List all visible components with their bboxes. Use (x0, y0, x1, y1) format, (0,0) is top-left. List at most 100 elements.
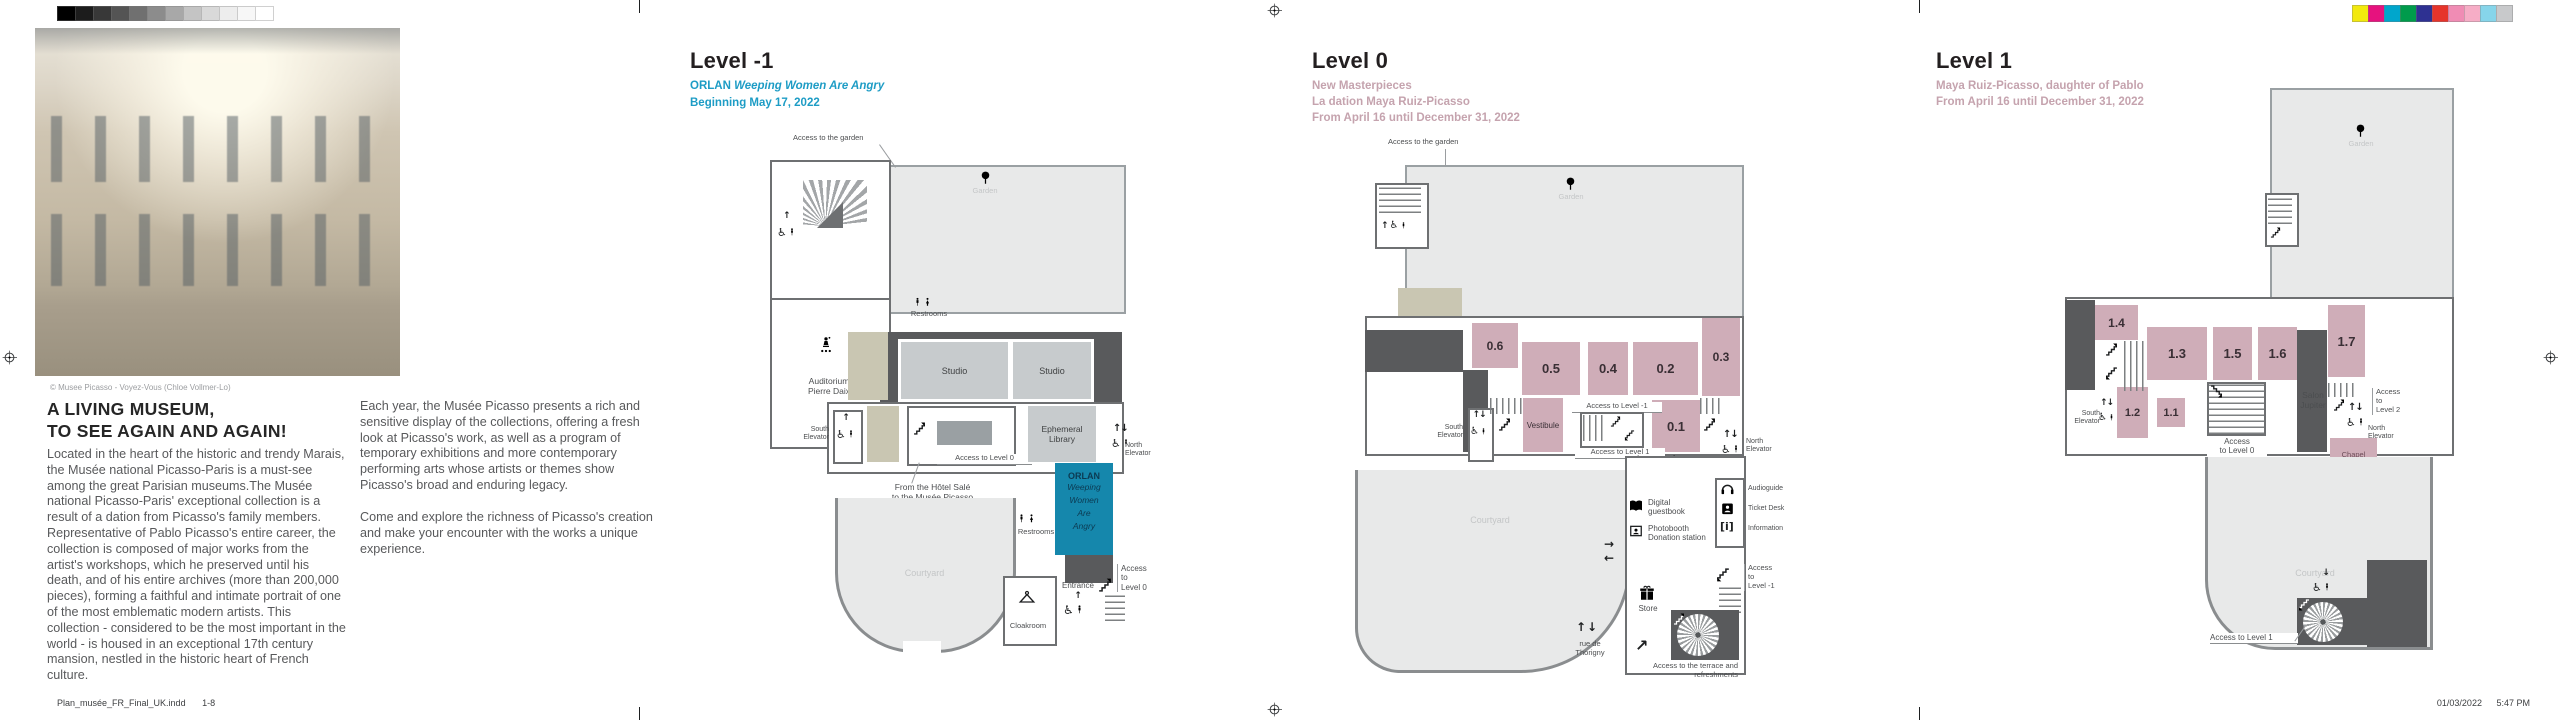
garden-label: Garden (1558, 192, 1584, 201)
stair-access-icons: ↑ ♿ (1381, 220, 1407, 231)
vestibule-room: Vestibule (1523, 398, 1563, 452)
stairs-down-icon (1624, 430, 1635, 441)
level-0-heading: Level 0 (1312, 48, 1389, 73)
level-1-sub1: Maya Ruiz-Picasso, daughter of Pablo (1936, 80, 2144, 92)
room-0-6: 0.6 (1472, 323, 1518, 368)
access-garden-label: Access to the garden (793, 133, 864, 142)
up-arrow: ↑ (1381, 221, 1389, 231)
spiral-staircase (2303, 602, 2343, 642)
south-elevator-label: South Elevator (1437, 424, 1463, 440)
planting-strip (848, 332, 888, 400)
level-1-heading: Level 1 (1936, 48, 2013, 73)
stairs-up-icon (1673, 613, 1685, 625)
staircase-steps (1700, 398, 1724, 414)
calibration-swatch (183, 6, 202, 21)
calibration-swatch (255, 6, 274, 21)
man-icon (1017, 512, 1026, 525)
courtyard-area (1355, 470, 1631, 673)
spiral-staircase (1677, 614, 1719, 656)
wheelchair-icon: ♿ (2346, 416, 2356, 429)
staircase-steps (1379, 187, 1421, 213)
studio-room-1: Studio (898, 339, 1011, 402)
wheelchair-icon: ♿ (2312, 581, 2322, 594)
orlan-room-subtitle: Weeping Women Are Angry (1067, 482, 1101, 531)
calibration-swatch (2432, 5, 2449, 22)
entrance-access-icons: ♿ (1063, 603, 1084, 616)
photo-windows-upper (35, 116, 400, 182)
rue-de-thorigny-label: rue de Thorigny (1575, 639, 1605, 657)
calibration-swatch (75, 6, 94, 21)
level-m1-exhibit: ORLAN Weeping Women Are Angry (690, 78, 884, 95)
stairs-up-icon (1610, 416, 1621, 427)
up-arrow: ↑ (1074, 591, 1082, 601)
intro-title: A LIVING MUSEUM, TO SEE AGAIN AND AGAIN! (47, 398, 287, 442)
studio-room-2: Studio (1010, 339, 1094, 402)
calibration-swatch (111, 6, 130, 21)
person-icon (1732, 443, 1740, 455)
stairs-up-icon (1098, 578, 1112, 592)
wall-block (1065, 555, 1113, 583)
calibration-swatch (2352, 5, 2369, 22)
stairs-down-icon (1716, 568, 1730, 582)
audioguide-label: Audioguide (1748, 485, 1784, 492)
access-level-1-label: Access to Level 1 (2210, 633, 2298, 645)
floorplan-level-0: Garden Access to the garden ↑ ♿ 0.6 0.5 … (1350, 137, 1792, 700)
north-elevator-icons: ♿ (1721, 443, 1740, 455)
stairs-down-icon (2210, 385, 2223, 398)
level-0-dates: From April 16 until December 31, 2022 (1312, 112, 1520, 124)
person-icon (1400, 220, 1407, 231)
man-icon (913, 296, 922, 308)
wall-block (2065, 300, 2095, 390)
calibration-swatch (2416, 5, 2433, 22)
updown-arrows: ↑↓ (1472, 410, 1486, 420)
staircase-steps (1583, 415, 1607, 441)
level-m1-exhibit-title: Weeping Women Are Angry (734, 80, 885, 92)
room-1-4: 1.4 (2095, 305, 2138, 340)
stairs-up-icon (2333, 399, 2345, 411)
room-1-6: 1.6 (2258, 327, 2297, 380)
photo-roofline (35, 28, 400, 54)
audioguide-icon (1720, 481, 1735, 496)
courtyard-label: Courtyard (904, 568, 945, 578)
registration-mark-left (2, 350, 17, 365)
print-time: 5:47 PM (2496, 698, 2530, 708)
courtyard-area (835, 498, 1016, 653)
cloakroom-label: Cloakroom (1009, 621, 1047, 630)
woman-icon (1027, 512, 1036, 525)
calibration-swatch (2496, 5, 2513, 22)
calibration-swatch (201, 6, 220, 21)
room-0-5: 0.5 (1522, 342, 1580, 395)
room-1-2: 1.2 (2117, 387, 2148, 438)
wall-block (1365, 330, 1463, 372)
planting-strip-2 (867, 406, 899, 462)
ephemeral-library-room: Ephemeral Library (1028, 406, 1096, 462)
calibration-swatch (147, 6, 166, 21)
store-label: Store (1638, 604, 1658, 613)
tree-icon (978, 170, 993, 185)
from-hotel-label: From the Hôtel Salé to the Musée Picasso (892, 482, 973, 502)
access-level-m1-right-label: Access to Level -1 (1744, 563, 1792, 591)
person-icon (847, 428, 855, 440)
person-icon (1480, 426, 1487, 437)
south-elevator-icons: ♿ (1470, 426, 1487, 437)
south-elevator-cell (1468, 408, 1494, 462)
wheelchair-icon: ♿ (1721, 443, 1731, 456)
access-level0-right-label: Access to Level 0 (1117, 564, 1167, 593)
garden-area (862, 165, 1126, 314)
calibration-swatch (129, 6, 148, 21)
display-case (937, 421, 992, 445)
wheelchair-icon: ♿ (1470, 426, 1479, 437)
registration-mark-bottom (1267, 702, 1282, 717)
information-icon: [i] (1720, 520, 1734, 533)
fold-mark (1919, 0, 1920, 13)
person-icon (2108, 412, 2115, 423)
staircase-steps (1719, 587, 1741, 613)
file-name: Plan_musée_FR_Final_UK.indd (57, 698, 186, 708)
room-0-4: 0.4 (1588, 342, 1628, 395)
print-date: 01/03/2022 (2436, 698, 2482, 708)
grayscale-calibration-bar (57, 6, 274, 21)
level-0-sub2: La dation Maya Ruiz-Picasso (1312, 96, 1470, 108)
person-icon (788, 226, 796, 238)
ticket-desk-label: Ticket Desk (1748, 505, 1785, 512)
